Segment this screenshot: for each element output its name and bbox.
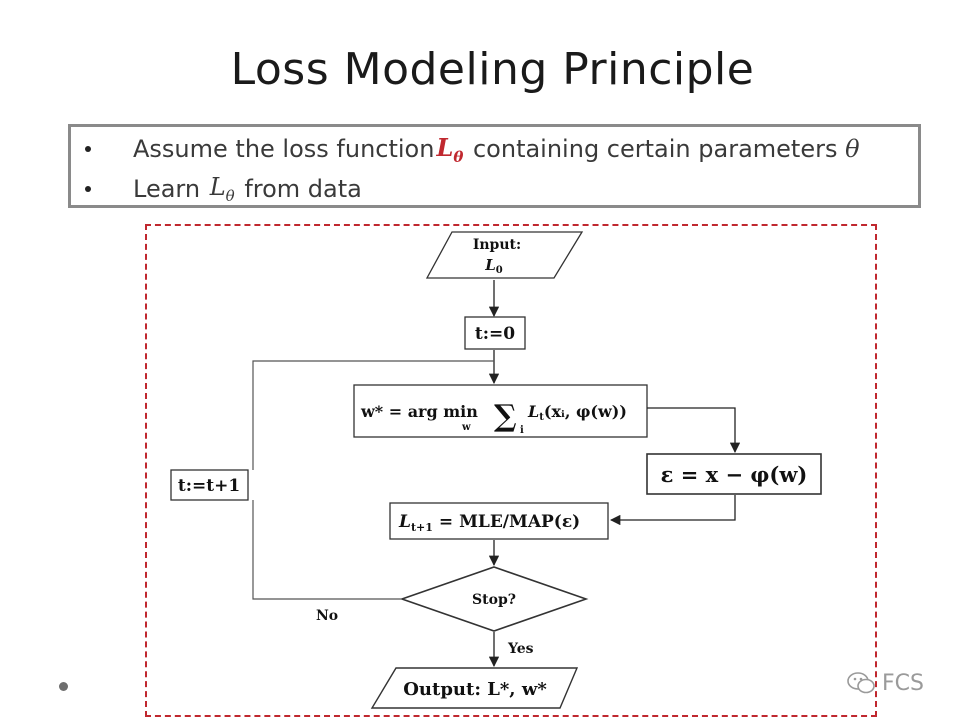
argmin-sum-index: i [520,425,524,436]
bullet-item-2: Learn Lθ from data [71,171,362,207]
argmin-under: w [461,422,471,433]
bullet-dot [85,146,91,152]
argmin-rhs: Lt(xᵢ, φ(w)) [527,402,627,423]
increment-node [170,469,249,501]
input-symbol: L0 [484,256,503,276]
argmin-node [353,384,648,438]
slide-indicator-dot [59,682,68,691]
residual-node [646,453,822,495]
bullet-item-1: Assume the loss function Lθ containing c… [71,131,860,167]
update-node [389,502,609,540]
bullet-1-symbol: Lθ [436,132,464,166]
bullet-2-post: from data [236,175,362,203]
decision-node [399,566,589,632]
slide-title: Loss Modeling Principle [230,44,755,95]
arrow-argmin-residual [647,407,741,454]
bullet-1-theta: θ [845,135,860,163]
input-label: Input: [473,237,521,253]
flowchart-frame [145,224,877,717]
bullet-dot [85,186,91,192]
no-branch-line [252,500,402,600]
residual-text: ε = x − φ(w) [661,462,808,487]
bullet-1-post: containing certain parameters [465,135,846,163]
bullet-2-symbol: Lθ [209,173,235,205]
bullet-1-pre: Assume the loss function [133,135,435,163]
yes-label: Yes [507,641,534,657]
argmin-sum: ∑ [494,399,517,434]
output-node [370,667,579,709]
decision-text: Stop? [472,592,516,608]
init-node [464,316,526,350]
bullet-box: Assume the loss function Lθ containing c… [68,124,921,208]
update-text: Lt+1= MLE/MAP(ε) [398,512,580,534]
arrow-residual-update [609,495,736,526]
init-text: t:=0 [475,324,515,344]
output-text: Output: L*, w* [403,679,547,700]
loop-top-line [252,360,494,470]
no-label: No [316,608,338,624]
watermark-text: FCS [882,670,924,696]
increment-text: t:=t+1 [178,476,240,496]
bullet-2-pre: Learn [133,175,208,203]
input-node [425,231,584,279]
wechat-icon [847,672,875,694]
watermark: FCS [846,668,936,698]
argmin-lhs: w* = arg min [360,402,478,421]
